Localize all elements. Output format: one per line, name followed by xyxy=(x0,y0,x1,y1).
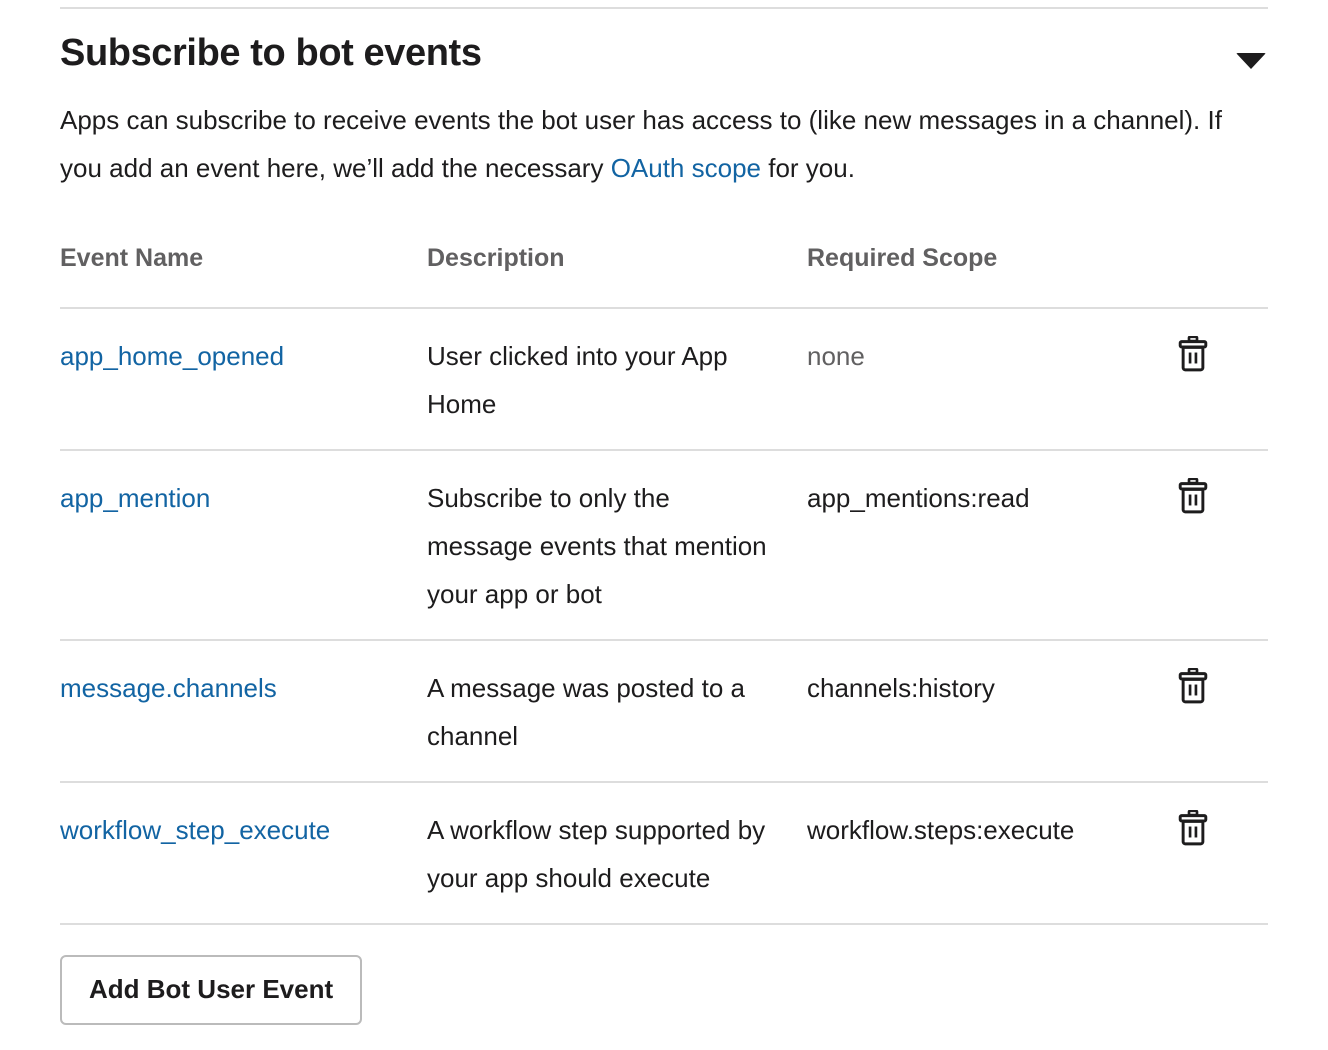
table-header-row: Event Name Description Required Scope xyxy=(60,244,1268,308)
event-required-scope-cell: channels:history xyxy=(807,673,995,703)
table-row: workflow_step_execute A workflow step su… xyxy=(60,782,1268,924)
event-required-scope-cell: none xyxy=(807,341,865,371)
event-name-cell: app_mention xyxy=(60,450,427,640)
event-actions-cell xyxy=(1155,782,1268,924)
delete-event-button[interactable] xyxy=(1173,806,1213,850)
column-header-event-name: Event Name xyxy=(60,244,204,272)
event-name-link[interactable]: workflow_step_execute xyxy=(60,815,331,845)
trash-icon xyxy=(1177,478,1209,514)
table-row: message.channels A message was posted to… xyxy=(60,640,1268,782)
collapse-section-button[interactable] xyxy=(1234,44,1268,78)
bot-events-table: Event Name Description Required Scope ap… xyxy=(60,244,1268,925)
event-description-cell: Subscribe to only the message events tha… xyxy=(427,483,767,609)
event-name-link[interactable]: message.channels xyxy=(60,673,277,703)
delete-event-button[interactable] xyxy=(1173,332,1213,376)
event-name-cell: message.channels xyxy=(60,640,427,782)
table-row: app_mention Subscribe to only the messag… xyxy=(60,450,1268,640)
trash-icon xyxy=(1177,810,1209,846)
event-description-cell: A message was posted to a channel xyxy=(427,673,745,751)
event-name-link[interactable]: app_mention xyxy=(60,483,211,513)
caret-down-icon xyxy=(1236,53,1266,69)
event-actions-cell xyxy=(1155,450,1268,640)
delete-event-button[interactable] xyxy=(1173,664,1213,708)
section-description: Apps can subscribe to receive events the… xyxy=(60,96,1265,192)
trash-icon xyxy=(1177,668,1209,704)
column-header-description: Description xyxy=(427,244,565,272)
table-row: app_home_opened User clicked into your A… xyxy=(60,308,1268,450)
section-header: Subscribe to bot events xyxy=(60,30,1268,78)
column-header-actions xyxy=(1155,244,1268,308)
event-name-link[interactable]: app_home_opened xyxy=(60,341,285,371)
event-actions-cell xyxy=(1155,640,1268,782)
page-title: Subscribe to bot events xyxy=(60,32,482,74)
trash-icon xyxy=(1177,336,1209,372)
column-header-required-scope: Required Scope xyxy=(807,244,998,272)
event-name-cell: workflow_step_execute xyxy=(60,782,427,924)
description-text-before-link: Apps can subscribe to receive events the… xyxy=(60,105,1222,183)
oauth-scope-link[interactable]: OAuth scope xyxy=(610,153,761,183)
event-description-cell: User clicked into your App Home xyxy=(427,341,728,419)
event-name-cell: app_home_opened xyxy=(60,308,427,450)
event-actions-cell xyxy=(1155,308,1268,450)
event-required-scope-cell: workflow.steps:execute xyxy=(807,815,1075,845)
section-top-divider xyxy=(60,7,1268,9)
description-text-after-link: for you. xyxy=(761,153,855,183)
subscribe-to-bot-events-section: Subscribe to bot events Apps can subscri… xyxy=(60,30,1268,1025)
table-header: Event Name Description Required Scope xyxy=(60,244,1268,308)
add-bot-user-event-button[interactable]: Add Bot User Event xyxy=(60,955,363,1025)
event-required-scope-cell: app_mentions:read xyxy=(807,483,1030,513)
event-description-cell: A workflow step supported by your app sh… xyxy=(427,815,766,893)
table-body: app_home_opened User clicked into your A… xyxy=(60,308,1268,924)
delete-event-button[interactable] xyxy=(1173,474,1213,518)
